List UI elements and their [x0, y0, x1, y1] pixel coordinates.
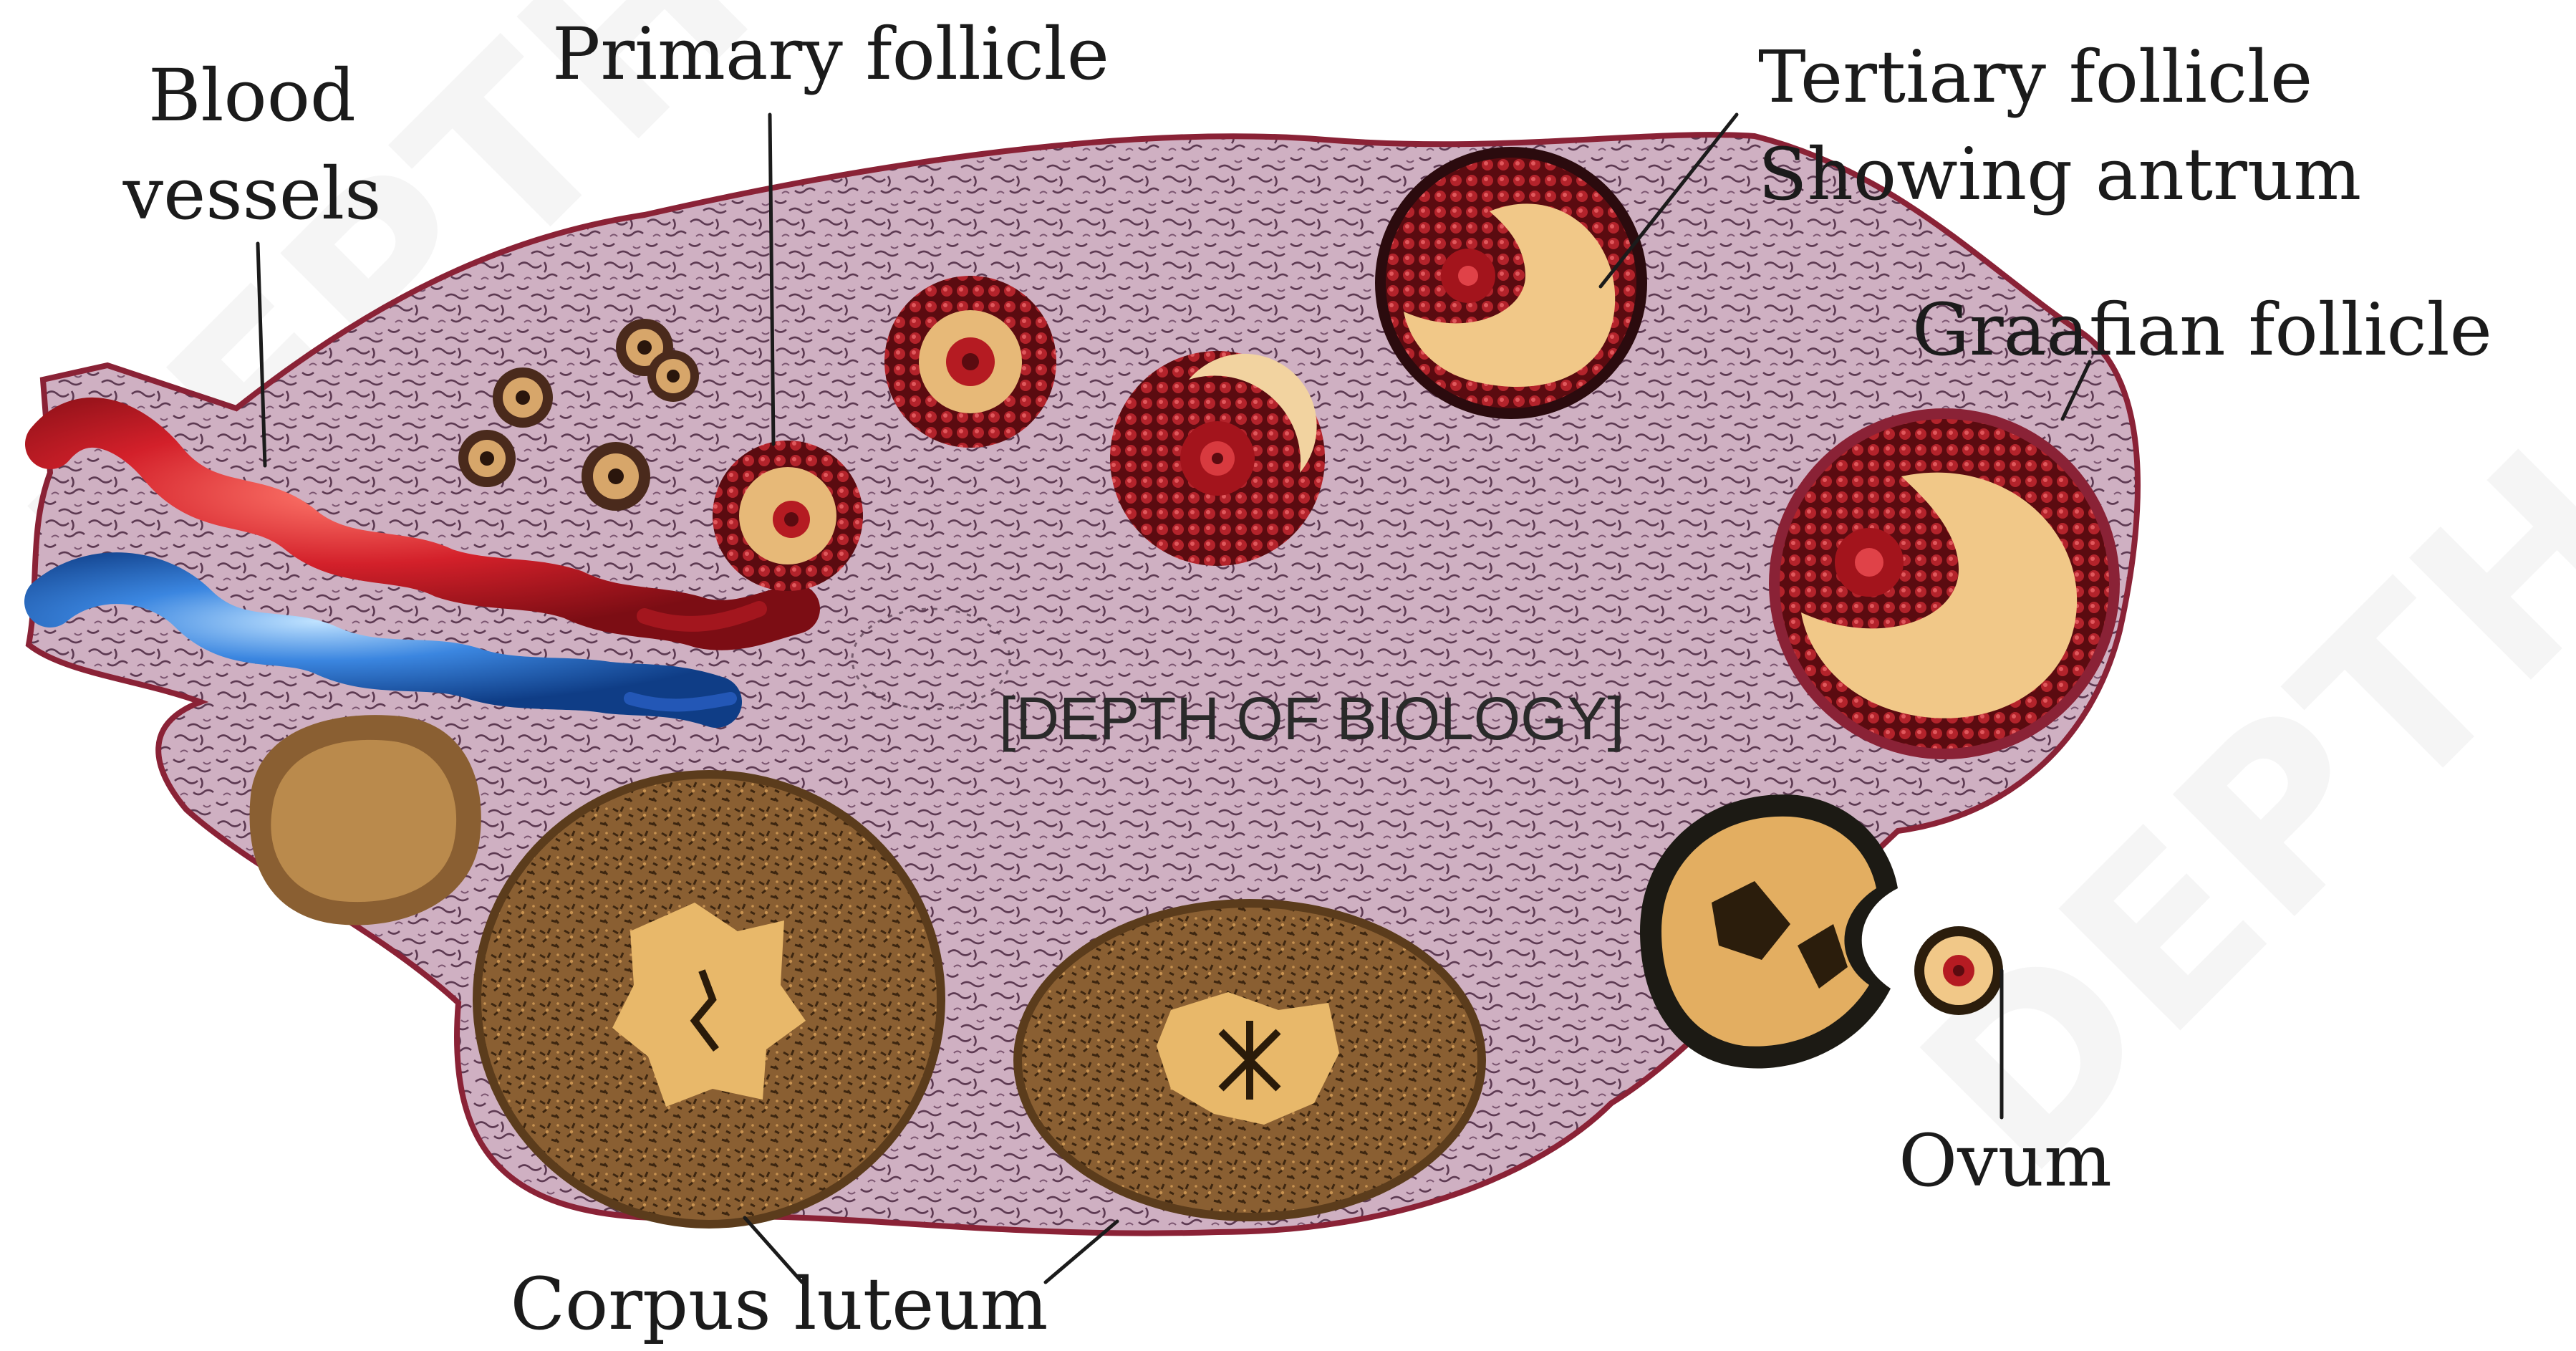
ovum	[1914, 926, 2003, 1015]
primary-follicle	[713, 441, 863, 591]
ruptured-follicle	[1640, 794, 1898, 1068]
label-primary-follicle: Primary follicle	[552, 12, 1109, 96]
label-tertiary-follicle-line1: Tertiary follicle	[1758, 35, 2312, 119]
label-blood-vessels-line1: Blood	[148, 54, 356, 138]
corpus-luteum-center	[1013, 899, 1486, 1221]
graafian-follicle	[1769, 408, 2120, 759]
tertiary-follicle	[1375, 147, 1647, 419]
label-corpus-luteum: Corpus luteum	[510, 1262, 1048, 1346]
label-tertiary-follicle-line2: Showing antrum	[1758, 133, 2361, 216]
watermark-text: [DEPTH OF BIOLOGY]	[999, 685, 1624, 752]
label-blood-vessels-line2: vessels	[122, 152, 382, 236]
label-ovum: Ovum	[1899, 1119, 2112, 1203]
corpus-albicans	[250, 715, 481, 925]
label-graafian-follicle: Graafian follicle	[1912, 288, 2492, 372]
developing-follicle	[1110, 351, 1325, 566]
corpus-luteum-left	[473, 770, 945, 1229]
secondary-follicle	[884, 276, 1056, 448]
